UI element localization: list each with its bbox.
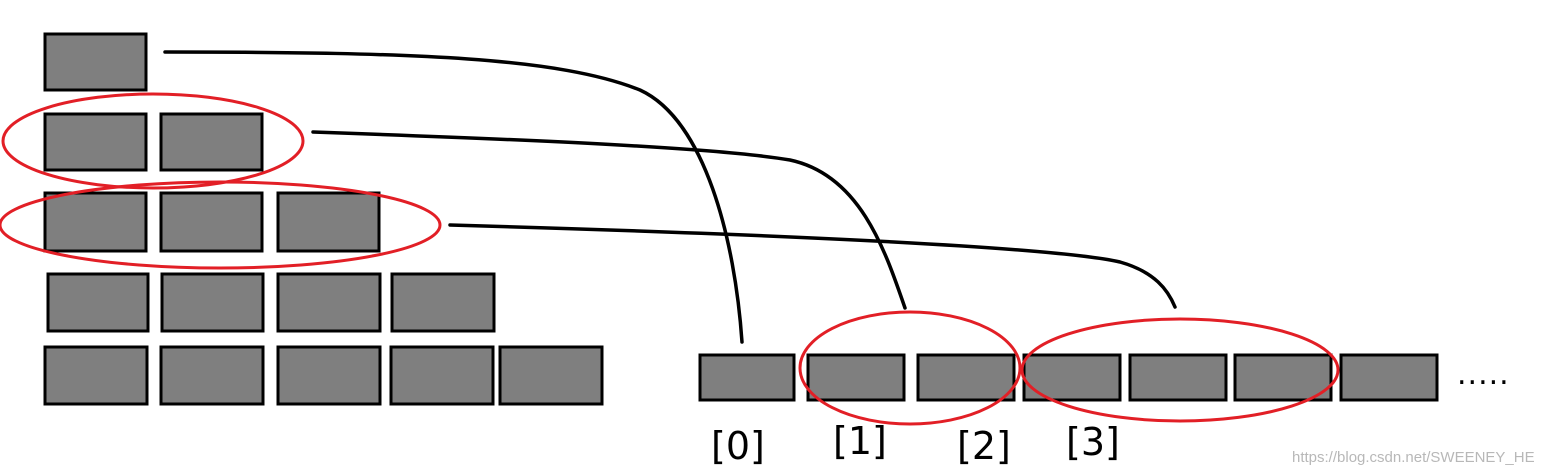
triangle-structure: [43, 32, 604, 406]
connector-row-1: [311, 130, 907, 310]
tri-cell: [390, 272, 496, 333]
array-cell: [916, 353, 1016, 402]
tri-cell: [498, 345, 604, 406]
tri-cell: [159, 112, 264, 172]
tri-cell: [43, 32, 148, 92]
array-cell: [1233, 353, 1333, 402]
tri-cell: [160, 272, 265, 333]
array-cell: [698, 353, 796, 402]
tri-cell: [276, 345, 382, 406]
flat-array: .....: [698, 353, 1510, 402]
tri-cell: [159, 191, 264, 253]
highlights: [0, 92, 1340, 426]
index-label-1: [1]: [833, 419, 887, 463]
tri-cell: [43, 191, 148, 253]
highlight-ring-array-1-2: [798, 310, 1022, 426]
index-labels: [0] [1] [2] [3]: [711, 419, 1120, 468]
tri-cell: [276, 272, 382, 333]
index-label-3: [3]: [1066, 420, 1120, 464]
connector-row-0: [163, 50, 744, 344]
tri-cell: [43, 345, 149, 406]
tri-cell: [159, 345, 265, 406]
array-cell: [1339, 353, 1439, 402]
array-cell: [806, 353, 906, 402]
array-cell: [1128, 353, 1228, 402]
index-label-2: [2]: [957, 424, 1011, 468]
connectors: [163, 50, 1177, 344]
highlight-ring-row-1: [1, 92, 305, 190]
watermark: https://blog.csdn.net/SWEENEY_HE: [1292, 449, 1535, 466]
highlight-ring-array-3-5: [1020, 317, 1340, 423]
connector-row-2: [448, 223, 1177, 309]
tri-cell: [389, 345, 495, 406]
index-label-0: [0]: [711, 424, 765, 468]
highlight-ring-row-2: [0, 180, 442, 270]
array-ellipsis: .....: [1457, 357, 1510, 392]
tri-cell: [46, 272, 150, 333]
tri-cell: [43, 112, 148, 172]
tri-cell: [276, 191, 381, 253]
